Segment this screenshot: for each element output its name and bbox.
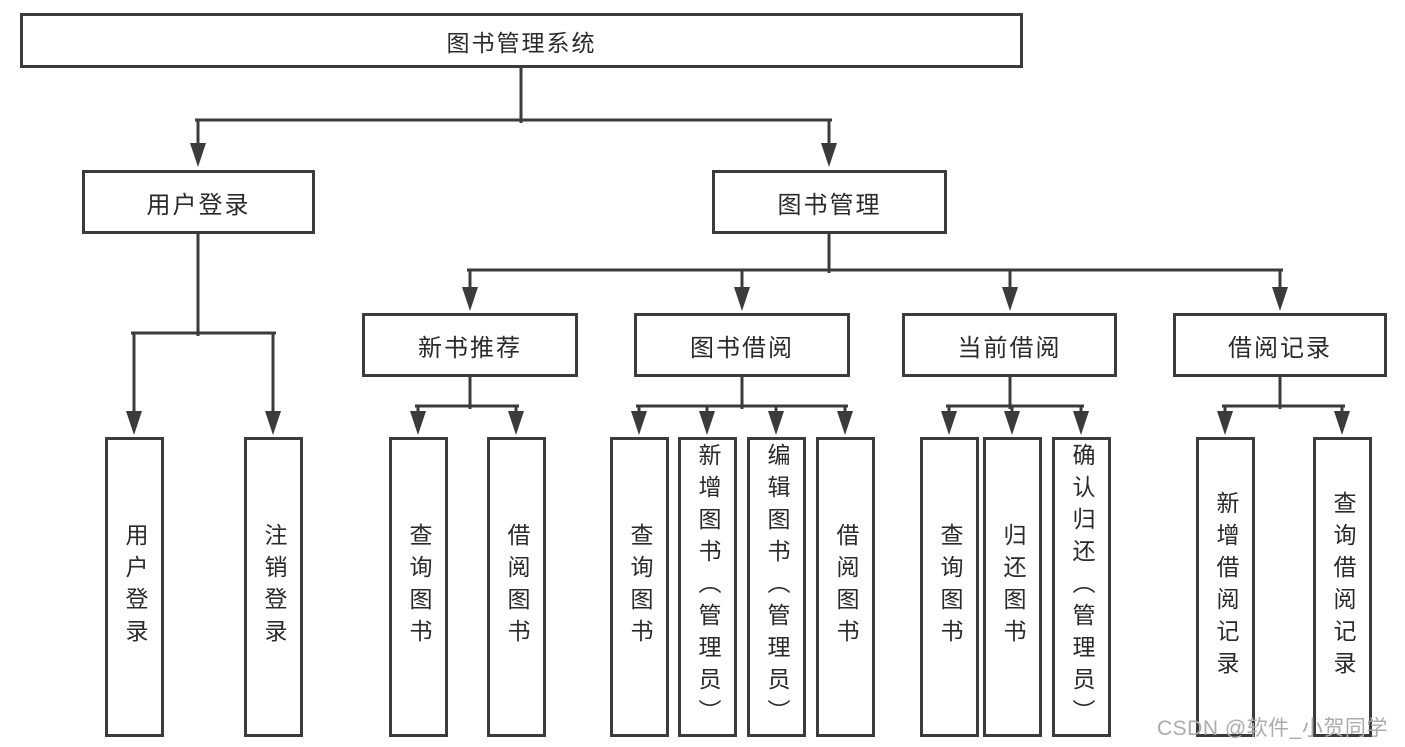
connector-book-borrowing [631,373,853,435]
leaf-return-books: 归还图书 [983,437,1042,737]
node-label: 新书推荐 [418,334,522,362]
arrowhead [1334,411,1350,435]
node-library-management-system: 图书管理系统 [20,13,1023,68]
connector-user-login [126,230,281,435]
arrowhead [1004,411,1020,435]
arrowhead [462,287,478,311]
leaf-edit-books-admin: 编辑图书（管理员） [747,437,806,737]
node-label: 注销登录 [261,523,287,651]
arrowhead [768,411,784,435]
leaf-query-books-recommend: 查询图书 [389,437,448,737]
arrowhead [1272,287,1288,311]
arrowhead [508,411,524,435]
arrowhead [837,411,853,435]
leaf-query-books-current: 查询图书 [920,437,979,737]
node-label: 查询图书 [406,523,432,651]
leaf-logout: 注销登录 [244,437,303,737]
arrowhead [1002,287,1018,311]
node-label: 确认归还（管理员） [1069,443,1095,731]
leaf-borrow-books-borrowing: 借阅图书 [816,437,875,737]
node-label: 当前借阅 [957,334,1062,362]
arrowhead [190,143,206,167]
leaf-user-login: 用户登录 [105,437,164,737]
connector-new-book-recommendation [410,373,524,435]
arrowhead [265,411,281,435]
leaf-borrow-books-recommend: 借阅图书 [487,437,546,737]
node-label: 借阅记录 [1228,334,1332,362]
node-label: 查询图书 [937,523,963,651]
node-label: 新增借阅记录 [1213,491,1239,683]
node-label: 图书管理 [777,191,882,219]
node-book-borrowing: 图书借阅 [634,313,850,377]
node-label: 借阅图书 [833,523,859,651]
node-label: 借阅图书 [504,523,530,651]
arrowhead [631,411,647,435]
leaf-query-books-borrowing: 查询图书 [610,437,669,737]
watermark: CSDN @软件_小贺同学 [1157,717,1388,740]
node-user-login: 用户登录 [82,170,315,234]
node-label: 用户登录 [122,523,148,651]
connector-borrowing-records [1217,373,1350,435]
leaf-query-borrow-record: 查询借阅记录 [1313,437,1372,737]
node-label: 用户登录 [146,191,251,219]
node-label: 归还图书 [1000,523,1026,651]
arrowhead [699,411,715,435]
arrowhead [410,411,426,435]
arrowhead [1217,411,1233,435]
node-current-borrowing: 当前借阅 [902,313,1117,377]
node-label: 图书管理系统 [446,29,597,56]
node-label: 编辑图书（管理员） [764,443,790,731]
leaf-add-books-admin: 新增图书（管理员） [678,437,737,737]
node-borrowing-records: 借阅记录 [1173,313,1387,377]
connector-current-borrowing [941,373,1089,435]
node-label: 查询借阅记录 [1330,491,1356,683]
arrowhead [821,143,837,167]
arrowhead [734,287,750,311]
node-label: 新增图书（管理员） [695,443,721,731]
node-label: 查询图书 [627,523,653,651]
arrowhead [1073,411,1089,435]
arrowhead [126,411,142,435]
connector-book-management [462,230,1288,311]
node-new-book-recommendation: 新书推荐 [362,313,578,377]
node-label: 图书借阅 [690,334,794,362]
connector-root [190,64,837,167]
leaf-confirm-return-admin: 确认归还（管理员） [1052,437,1111,737]
node-book-management: 图书管理 [712,170,947,234]
leaf-add-borrow-record: 新增借阅记录 [1196,437,1255,737]
arrowhead [941,411,957,435]
